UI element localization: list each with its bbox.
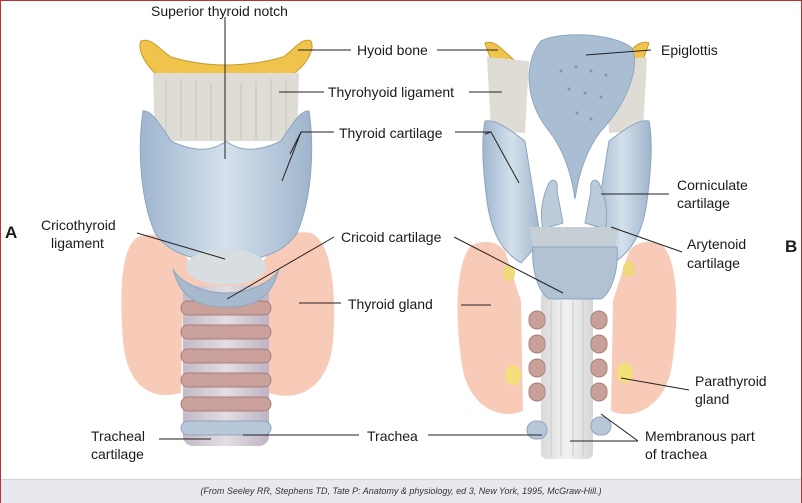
parathyroid-gland-b — [505, 365, 521, 385]
cricothyroid-ligament-a — [186, 249, 266, 285]
epiglottis-b — [528, 34, 635, 200]
label-trachea: Trachea — [367, 428, 418, 444]
panel-a-illustration — [121, 39, 335, 446]
membranous-trachea-b — [541, 291, 593, 459]
label-epiglottis: Epiglottis — [661, 42, 718, 58]
thyroid-cartilage-a — [139, 110, 313, 264]
label-thyroid-cartilage-a: Thyroid cartilage — [339, 125, 443, 141]
label-membranous-1: Membranous part — [645, 428, 755, 444]
label-arytenoid-2: cartilage — [687, 255, 740, 271]
tracheal-rings-a — [180, 300, 272, 436]
label-arytenoid-1: Arytenoid — [687, 236, 747, 252]
panel-b-illustration — [457, 34, 677, 459]
label-hyoid-bone: Hyoid bone — [357, 42, 428, 58]
label-parathyroid-2: gland — [695, 391, 730, 407]
label-parathyroid-1: Parathyroid — [695, 373, 767, 389]
larynx-illustration — [121, 17, 690, 459]
panel-label-a: A — [5, 223, 18, 242]
thyroid-gland-b-right — [611, 241, 677, 415]
label-superior-thyroid-notch: Superior thyroid notch — [151, 3, 288, 19]
thyroid-cartilage-b — [482, 120, 542, 264]
label-corniculate-2: cartilage — [677, 195, 730, 211]
label-cricothyroid-2: ligament — [51, 235, 104, 251]
label-thyrohyoid-ligament: Thyrohyoid ligament — [328, 84, 455, 100]
citation-caption: (From Seeley RR, Stephens TD, Tate P: An… — [1, 479, 801, 503]
arytenoid-cartilage-b — [529, 227, 619, 247]
label-tracheal-2: cartilage — [91, 446, 144, 462]
label-cricoid-cartilage: Cricoid cartilage — [341, 229, 442, 245]
panel-label-b: B — [785, 237, 798, 256]
label-membranous-2: of trachea — [645, 446, 708, 462]
cricoid-cartilage-b — [532, 246, 618, 300]
label-tracheal-1: Tracheal — [91, 428, 145, 444]
label-thyroid-gland: Thyroid gland — [348, 296, 433, 312]
label-corniculate-1: Corniculate — [677, 177, 748, 193]
label-cricothyroid-1: Cricothyroid — [41, 217, 116, 233]
thyrohyoid-ligament-a — [153, 73, 299, 141]
leader-lines — [136, 17, 690, 442]
